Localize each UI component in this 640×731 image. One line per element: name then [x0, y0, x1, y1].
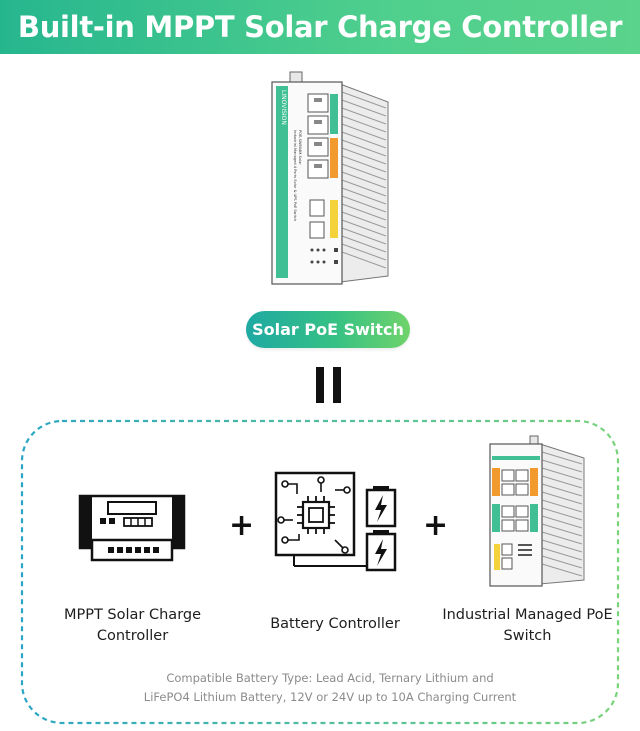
solar-poe-switch-illustration: LINOVISION Industrial Managed 4 Ports So… — [271, 71, 389, 285]
solar-controller-icon — [78, 494, 186, 562]
product-text: Industrial Managed 4 Ports Solar & UPS P… — [293, 130, 297, 221]
plus-icon-1: + — [229, 508, 255, 543]
brand-text: LINOVISION — [280, 90, 287, 125]
heatsink-icon — [339, 83, 389, 283]
header-banner: Built-in MPPT Solar Charge Controller — [0, 0, 640, 54]
poe-switch-label: Industrial Managed PoE Switch — [442, 607, 613, 644]
poe-switch-icon — [489, 435, 585, 587]
battery-controller-label: Battery Controller — [270, 616, 400, 632]
equals-icon — [316, 367, 342, 403]
page-title: Built-in MPPT Solar Charge Controller — [17, 10, 623, 44]
mppt-label: MPPT Solar Charge Controller — [63, 607, 202, 644]
note-line-2: LiFePO4 Lithium Battery, 12V or 24V up t… — [143, 690, 517, 704]
compatibility-note: Compatible Battery Type: Lead Acid, Tern… — [70, 669, 590, 707]
model-text: POE-SW804M-Solar — [298, 130, 302, 165]
battery-controller-icon — [274, 471, 397, 572]
plus-icon-2: + — [423, 508, 449, 543]
note-line-1: Compatible Battery Type: Lead Acid, Tern… — [166, 671, 494, 685]
solar-poe-switch-badge: Solar PoE Switch — [246, 311, 410, 348]
badge-label: Solar PoE Switch — [252, 320, 404, 339]
